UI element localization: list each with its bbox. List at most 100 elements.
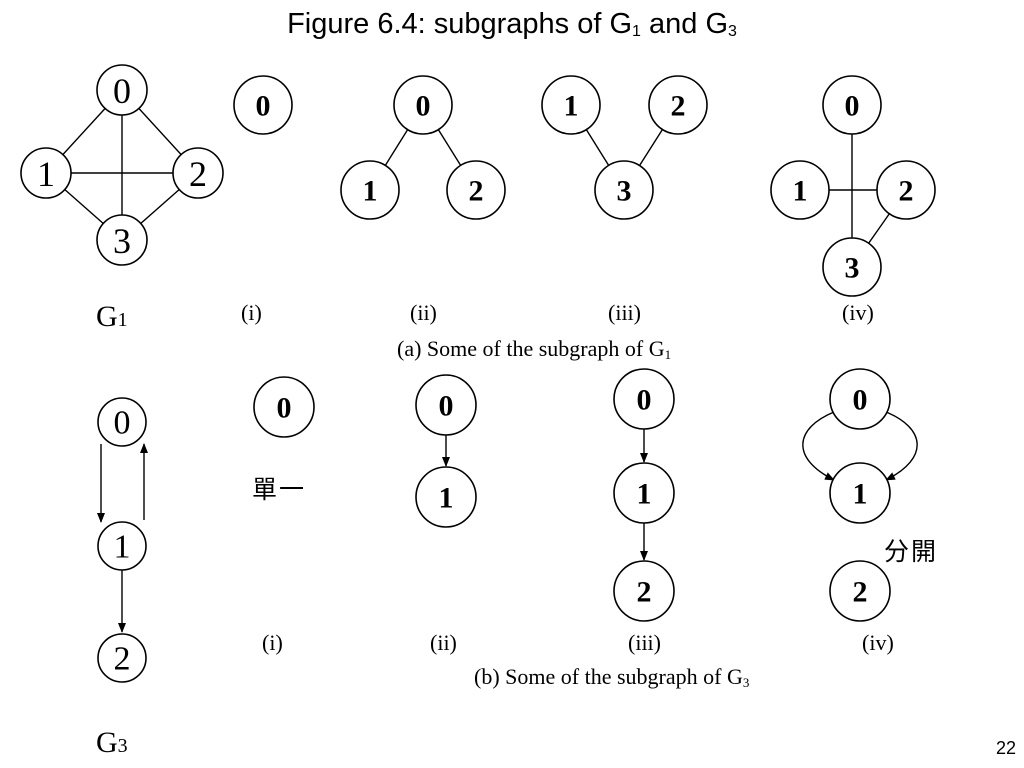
node-label: 0 — [845, 90, 860, 123]
node-circle — [172, 147, 224, 199]
node-circle — [20, 147, 72, 199]
g1-sub-iv-node-0: 0 — [822, 75, 882, 135]
caption-b: (b) Some of the subgraph of G3 — [474, 664, 749, 691]
node-circle — [393, 75, 453, 135]
node-label: 0 — [114, 405, 131, 442]
node-label: 1 — [637, 478, 652, 511]
part-label-a-iii: (iii) — [608, 300, 641, 325]
g1-label-sub: 1 — [117, 309, 128, 331]
node-circle — [829, 462, 891, 524]
page-title: Figure 6.4: subgraphs of G1 and G3 — [0, 8, 1024, 41]
g1-sub-ii-node-0: 0 — [393, 75, 453, 135]
part-label-b-i: (i) — [262, 630, 283, 655]
g1-node-0: 0 — [96, 64, 148, 116]
node-label: 3 — [113, 221, 131, 261]
node-label: 2 — [189, 154, 207, 194]
caption-a-sub: 1 — [664, 347, 672, 362]
caption-b-text: (b) Some of the subgraph of G — [474, 664, 743, 689]
node-circle — [822, 75, 882, 135]
g1-sub-ii-node-2: 2 — [446, 160, 506, 220]
g1-sub-iv-node-3: 3 — [822, 237, 882, 297]
g3-node-2: 2 — [97, 633, 147, 683]
g3-sub-ii-node-0: 0 — [415, 374, 477, 436]
node-circle — [415, 466, 477, 528]
node-label: 1 — [37, 154, 55, 194]
node-label: 1 — [853, 478, 868, 511]
node-circle — [829, 560, 891, 622]
title-sub-1: 1 — [632, 23, 641, 40]
node-circle — [594, 160, 654, 220]
node-label: 3 — [617, 175, 632, 208]
node-circle — [648, 75, 708, 135]
node-circle — [415, 374, 477, 436]
g3-sub-iii-node-1: 1 — [613, 462, 675, 524]
node-label: 1 — [439, 482, 454, 515]
g1-sub-iv-node-1: 1 — [770, 160, 830, 220]
part-label-b-iii: (iii) — [628, 630, 661, 655]
g3-label: G3 — [96, 726, 128, 760]
g1-node-1: 1 — [20, 147, 72, 199]
node-label: 1 — [564, 90, 579, 123]
caption-b-sub: 3 — [742, 675, 750, 690]
part-label-b-iv: (iv) — [862, 630, 894, 655]
node-circle — [770, 160, 830, 220]
g1-sub-ii-node-1: 1 — [340, 160, 400, 220]
node-circle — [96, 214, 148, 266]
g3-sub-iii-node-0: 0 — [613, 368, 675, 430]
g3-sub-i-node-0: 0 — [253, 376, 315, 438]
g3-sub-iv-node-1: 1 — [829, 462, 891, 524]
node-label: 1 — [363, 175, 378, 208]
g1-sub-i-node-0: 0 — [233, 75, 293, 135]
node-label: 2 — [114, 641, 131, 678]
node-label: 0 — [439, 390, 454, 423]
g3-sub-iv-node-2: 2 — [829, 560, 891, 622]
node-circle — [253, 376, 315, 438]
node-label: 3 — [845, 252, 860, 285]
node-label: 1 — [114, 529, 131, 566]
g1-sub-iv-node-2: 2 — [876, 160, 936, 220]
g1-sub-iii-node-2: 2 — [648, 75, 708, 135]
part-label-b-ii: (ii) — [430, 630, 457, 655]
slide-number: 22 — [995, 738, 1016, 758]
node-circle — [446, 160, 506, 220]
node-circle — [613, 368, 675, 430]
node-circle — [822, 237, 882, 297]
g3-sub-iv-node-0: 0 — [829, 368, 891, 430]
g3-label-sub: 3 — [117, 735, 128, 757]
part-label-a-i: (i) — [241, 300, 262, 325]
node-label: 0 — [277, 392, 292, 425]
node-label: 2 — [853, 576, 868, 609]
g3-sub-iv-edge-0-1 — [802, 411, 835, 481]
node-circle — [876, 160, 936, 220]
g3-label-main: G — [96, 726, 118, 759]
part-label-a-ii: (ii) — [410, 300, 437, 325]
title-text: Figure 6.4: subgraphs of G — [287, 8, 633, 40]
part-label-a-iv: (iv) — [842, 300, 874, 325]
node-label: 0 — [256, 90, 271, 123]
node-circle — [97, 633, 147, 683]
node-label: 0 — [637, 384, 652, 417]
note-separate: 分開 — [884, 537, 939, 566]
node-circle — [233, 75, 293, 135]
node-label: 0 — [853, 384, 868, 417]
g3-sub-iii-node-2: 2 — [613, 560, 675, 622]
g1-node-2: 2 — [172, 147, 224, 199]
caption-a-text: (a) Some of the subgraph of G — [397, 336, 665, 361]
node-circle — [829, 368, 891, 430]
g3-node-0: 0 — [97, 397, 147, 447]
node-circle — [97, 521, 147, 571]
node-circle — [340, 160, 400, 220]
caption-a: (a) Some of the subgraph of G1 — [397, 336, 671, 363]
g1-label-main: G — [96, 300, 118, 333]
title-mid: and G — [640, 8, 729, 40]
g1-sub-iii-node-1: 1 — [541, 75, 601, 135]
g3-sub-iv-edge-0-1 — [885, 411, 918, 481]
g1-node-3: 3 — [96, 214, 148, 266]
note-single: 單一 — [252, 475, 307, 504]
node-label: 2 — [671, 90, 686, 123]
node-label: 0 — [113, 71, 131, 111]
node-circle — [541, 75, 601, 135]
g3-node-1: 1 — [97, 521, 147, 571]
